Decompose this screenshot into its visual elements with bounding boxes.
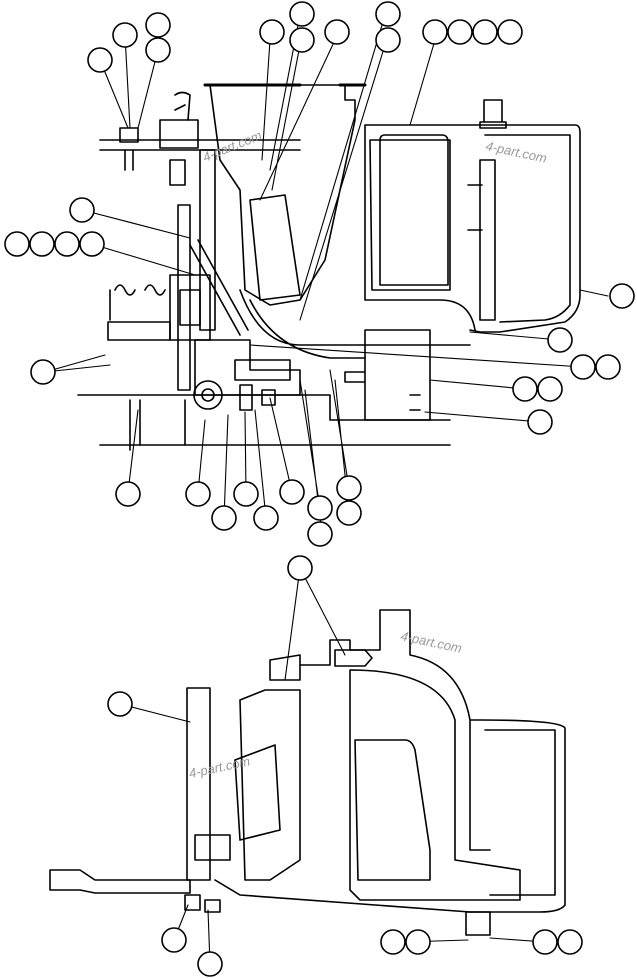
callout-bubble <box>233 481 259 507</box>
callout-bubble <box>307 521 333 547</box>
watermark-text: 4-part.com <box>484 138 548 166</box>
tank-inner-lower <box>349 669 521 901</box>
callout-bubble <box>287 555 313 581</box>
nut-fitting <box>334 649 373 667</box>
callout-bubble <box>512 376 538 402</box>
callout-bubble <box>145 12 171 38</box>
callout-bubble <box>112 22 138 48</box>
callout-bubble <box>422 19 448 45</box>
vertical-column <box>177 149 216 391</box>
tank-side-lower <box>469 719 556 896</box>
callout-bubble <box>527 409 553 435</box>
callout-bubble <box>161 927 187 953</box>
callout-bubble <box>29 231 55 257</box>
bearing-inner <box>201 388 215 402</box>
callout-bubble <box>279 479 305 505</box>
chute-panel <box>249 194 301 301</box>
callout-bubble <box>324 19 350 45</box>
watermark-text: 4-part.com <box>201 128 264 165</box>
fuel-tank-body <box>364 124 581 333</box>
callout-bubble <box>197 951 223 977</box>
support-post <box>159 119 199 186</box>
base-frame <box>129 394 451 451</box>
leader-lines-bottom <box>119 567 546 965</box>
drain-plug <box>465 911 491 936</box>
callout-bubble <box>547 327 573 353</box>
callout-bubble <box>259 19 285 45</box>
callout-bubble <box>557 929 583 955</box>
tank-bracket-bolts <box>409 184 483 411</box>
watermark-text: 4-part.com <box>399 628 463 656</box>
callouts-bottom <box>107 555 583 977</box>
drive-shaft <box>239 384 276 411</box>
lower-gear-housing <box>194 339 301 396</box>
upper-assembly-view <box>4 1 635 547</box>
callout-bubble <box>54 231 80 257</box>
callout-bubble <box>307 495 333 521</box>
callout-bubble <box>30 359 56 385</box>
callouts-top <box>4 1 635 547</box>
springs <box>107 284 171 341</box>
callout-bubble <box>4 231 30 257</box>
callout-bubble <box>145 37 171 63</box>
callout-bubble <box>447 19 473 45</box>
tank-cap <box>479 99 507 129</box>
tank-inner-panel <box>379 134 449 286</box>
mounting-arm <box>49 869 191 894</box>
callout-bubble <box>289 27 315 53</box>
control-lever <box>174 91 191 121</box>
callout-bubble <box>115 481 141 507</box>
callout-bubble <box>69 197 95 223</box>
bolt-stack-left <box>119 127 139 171</box>
callout-bubble <box>211 505 237 531</box>
callout-bubble <box>595 354 621 380</box>
callout-bubble <box>336 475 362 501</box>
chute-lower <box>239 654 301 881</box>
callout-bubble <box>405 929 431 955</box>
callout-bubble <box>380 929 406 955</box>
tank-outline-lower <box>214 609 566 913</box>
lower-bolts <box>184 894 221 913</box>
linkage-rod <box>189 239 249 336</box>
callout-bubble <box>289 1 315 27</box>
lower-assembly-view <box>49 555 583 977</box>
callout-bubble <box>375 1 401 27</box>
callout-bubble <box>472 19 498 45</box>
callout-bubble <box>537 376 563 402</box>
callout-bubble <box>497 19 523 45</box>
callout-bubble <box>185 481 211 507</box>
callout-bubble <box>87 47 113 73</box>
curved-housing <box>239 289 471 359</box>
vertical-frame-lower <box>186 687 231 881</box>
callout-bubble <box>336 500 362 526</box>
callout-bubble <box>253 505 279 531</box>
callout-bubble <box>532 929 558 955</box>
leader-lines-top <box>44 14 609 535</box>
callout-bubble <box>570 354 596 380</box>
callout-bubble <box>375 27 401 53</box>
bearing <box>193 380 223 410</box>
tank-foot <box>344 329 431 421</box>
callout-bubble <box>609 283 635 309</box>
chute-panel-lower <box>234 744 281 841</box>
callout-bubble <box>107 691 133 717</box>
callout-bubble <box>79 231 105 257</box>
tank-side-wall <box>479 134 571 323</box>
